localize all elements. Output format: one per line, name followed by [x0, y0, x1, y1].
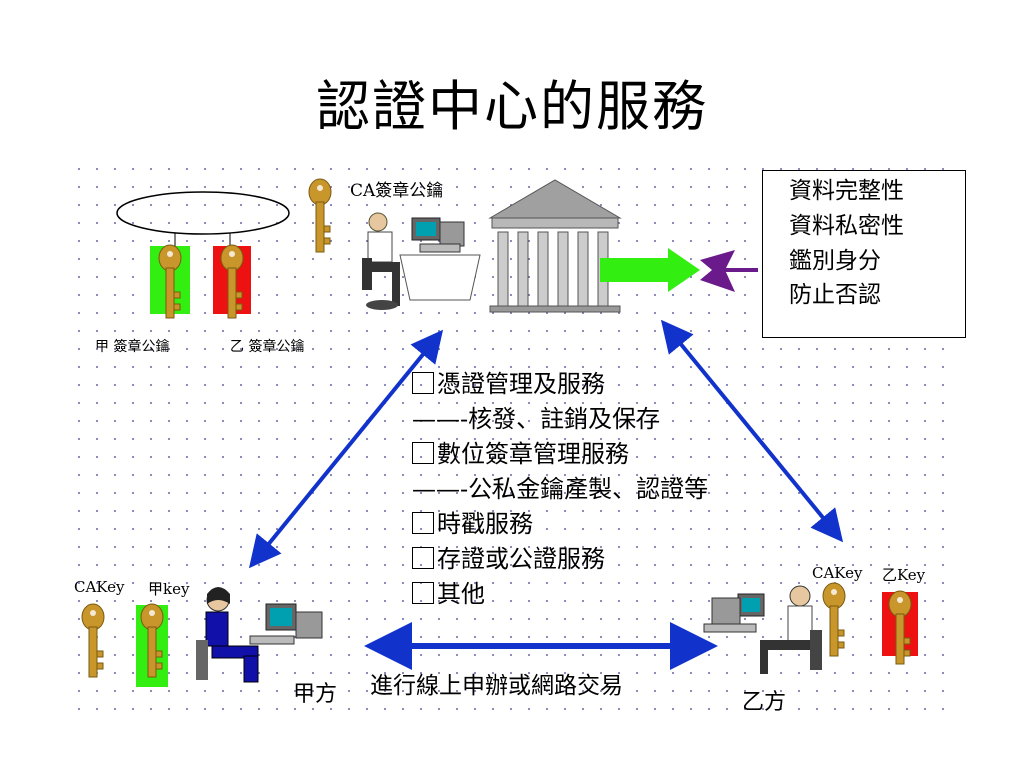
service-subitem: ——-公私金鑰產製、認證等 [412, 475, 709, 503]
keyring-ellipse [116, 191, 290, 235]
a-sign-key-label: 甲 簽章公鑰 [95, 339, 170, 355]
property-item: 資料完整性 [789, 178, 904, 204]
checkbox-icon [412, 547, 434, 569]
service-item: 時戳服務 [412, 512, 708, 536]
party-a-person-icon [196, 587, 323, 683]
ca-key-icon [308, 178, 332, 253]
service-subitem: ——-核發、註銷及保存 [412, 405, 661, 433]
property-item: 鑑別身分 [789, 247, 881, 274]
green-arrow [600, 248, 700, 292]
service-item: 數位簽章管理服務 [412, 442, 708, 466]
right-key-label: 乙Key [882, 566, 926, 584]
bottom-link-label: 進行線上申辦或網路交易 [370, 673, 623, 699]
properties-box: 資料完整性 資料私密性 鑑別身分 防止否認 [762, 170, 966, 338]
b-sign-key-label: 乙 簽章公鑰 [230, 339, 305, 355]
right-cakey-label: CAKey [812, 564, 863, 582]
arrow-ca-to-a [248, 329, 444, 569]
service-item: 存證或公證服務 [412, 547, 708, 571]
right-ca-key-icon [822, 582, 846, 657]
left-key-label: 甲key [148, 580, 190, 598]
left-cakey-label: CAKey [74, 578, 125, 596]
checkbox-icon [412, 372, 434, 394]
service-item: 憑證管理及服務 [412, 372, 708, 396]
service-item: 其他 [412, 582, 708, 606]
checkbox-icon [412, 582, 434, 604]
property-item: 資料私密性 [789, 212, 904, 239]
left-ca-key-icon [81, 603, 105, 678]
party-b-label: 乙方 [742, 690, 787, 715]
property-item: 防止否認 [789, 282, 881, 309]
arrow-ca-to-b [660, 319, 844, 543]
ca-operator-icon [362, 212, 481, 310]
page-title: 認證中心的服務 [316, 75, 708, 138]
party-a-label: 甲方 [293, 682, 338, 707]
checkbox-icon [412, 442, 434, 464]
ca-key-label: CA簽章公鑰 [350, 181, 444, 201]
ca-building-icon [488, 179, 622, 313]
services-list: 憑證管理及服務 ——-核發、註銷及保存 數位簽章管理服務 ——-公私金鑰產製、認… [412, 372, 708, 606]
checkbox-icon [412, 512, 434, 534]
party-b-person-icon [703, 585, 822, 674]
